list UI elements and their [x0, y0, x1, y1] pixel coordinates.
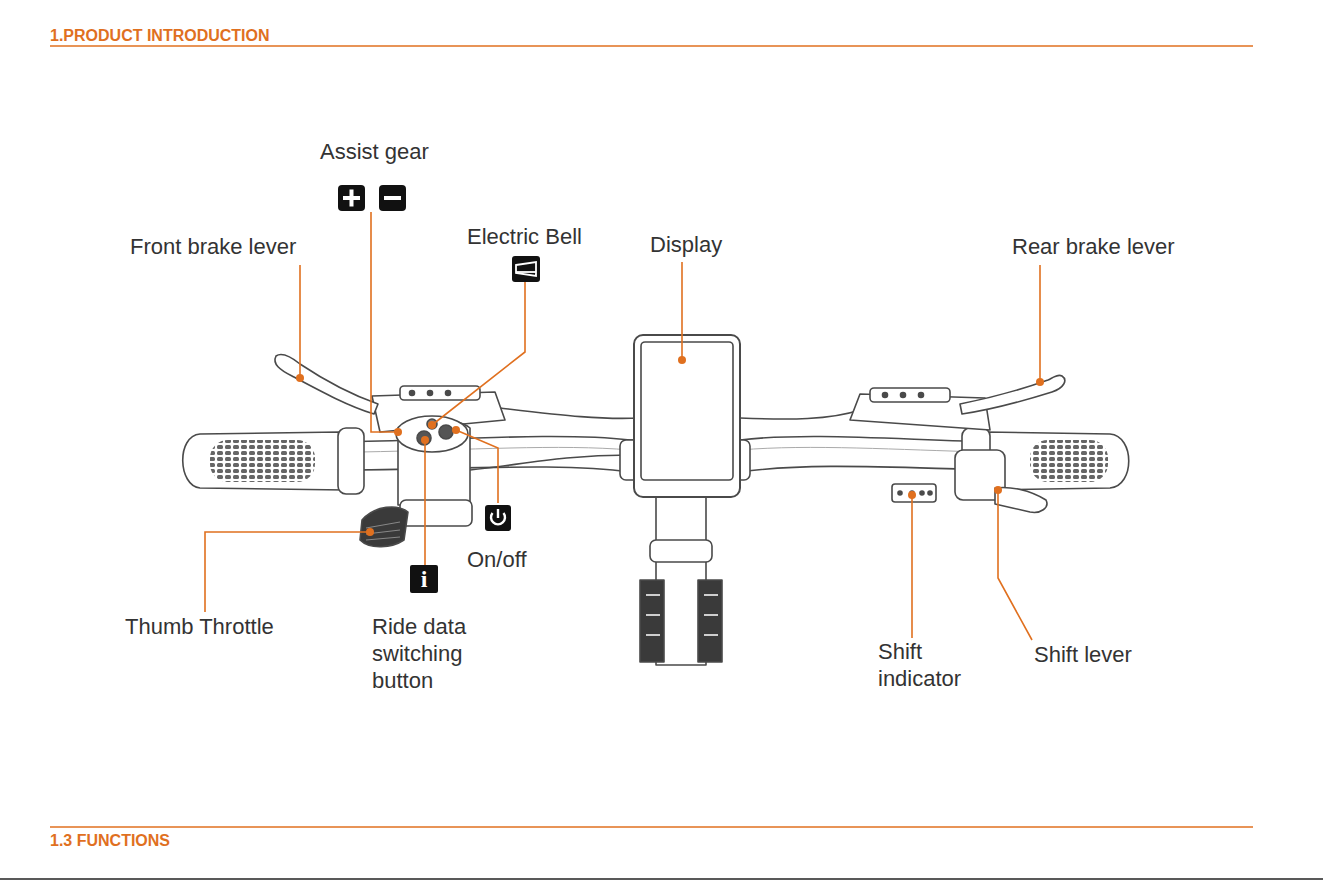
page-rule [0, 878, 1323, 880]
part-label: Rear brake lever [1012, 233, 1175, 260]
icon-letter: i [410, 565, 438, 593]
part-label: Ride data switching button [372, 613, 484, 694]
part-label: On/off [467, 546, 527, 573]
part-label: Assist gear [320, 138, 429, 165]
leader-lines [205, 212, 1040, 640]
plus-icon [338, 185, 365, 211]
section-heading: 1.3 FUNCTIONS [50, 831, 170, 851]
section-heading: 1.PRODUCT INTRODUCTION [50, 26, 270, 46]
heading-rule [50, 826, 1253, 828]
power-icon [485, 505, 511, 531]
leader-dots [296, 356, 1044, 536]
part-label: Shift indicator [878, 638, 978, 692]
part-label: Thumb Throttle [125, 613, 274, 640]
bike-drawing [183, 335, 1129, 665]
part-label: Display [650, 231, 722, 258]
part-label: Electric Bell [467, 223, 582, 250]
bell-icon [512, 256, 540, 282]
part-label: Front brake lever [130, 233, 296, 260]
minus-icon [379, 185, 406, 211]
heading-rule [50, 45, 1253, 47]
part-label: Shift lever [1034, 641, 1132, 668]
info-icon [410, 565, 438, 593]
